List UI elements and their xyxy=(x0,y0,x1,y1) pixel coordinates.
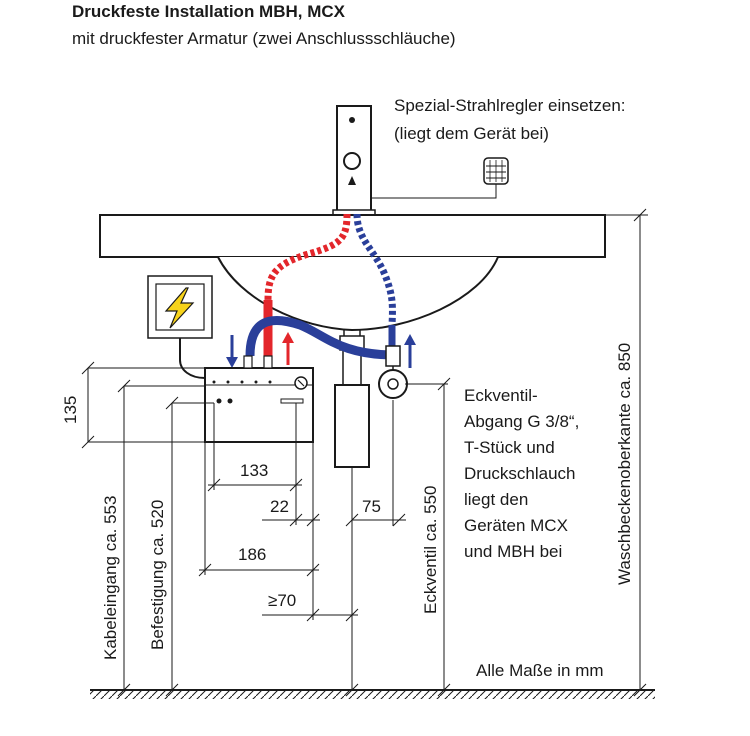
aerator-icon xyxy=(483,157,509,185)
mounting-label: Befestigung ca. 520 xyxy=(148,500,167,650)
dimension-186: 186 xyxy=(198,442,320,577)
wash-basin xyxy=(99,214,606,338)
dimension-clearance-70: ≥70 xyxy=(262,591,359,622)
units-note: Alle Maße in mm xyxy=(476,661,604,680)
accessory-line-3: T-Stück und xyxy=(464,438,555,457)
accessory-line-7: und MBH bei xyxy=(464,542,562,561)
page-title: Druckfeste Installation MBH, MCX xyxy=(72,2,346,21)
dimension-133-label: 133 xyxy=(240,461,268,480)
dimension-clearance-70-label: ≥70 xyxy=(268,591,296,610)
drain-siphon xyxy=(334,335,370,468)
water-heater-unit xyxy=(204,355,314,443)
aerator-callout-line1: Spezial-Strahlregler einsetzen: xyxy=(394,96,626,115)
accessory-line-5: liegt den xyxy=(464,490,528,509)
power-junction-box xyxy=(147,275,213,379)
dimension-75: 75 xyxy=(345,400,406,527)
lightning-bolt-icon xyxy=(164,287,195,329)
dimension-mounting: Befestigung ca. 520 xyxy=(148,396,214,690)
dimension-basin-edge: Waschbeckenoberkante ca. 850 xyxy=(605,208,648,690)
accessory-line-2: Abgang G 3/8“, xyxy=(464,412,579,431)
dimension-angle-valve: Eckventil ca. 550 xyxy=(405,377,451,690)
cable-entry-label: Kabeleingang ca. 553 xyxy=(101,496,120,660)
dimension-22-label: 22 xyxy=(270,497,289,516)
hot-water-hose xyxy=(263,213,351,365)
accessory-line-6: Geräten MCX xyxy=(464,516,568,535)
dimension-cable-entry: Kabeleingang ca. 553 xyxy=(101,379,205,690)
angle-valve xyxy=(378,345,408,399)
dimension-186-label: 186 xyxy=(238,545,266,564)
dimension-22: 22 xyxy=(262,442,320,620)
basin-edge-label: Waschbeckenoberkante ca. 850 xyxy=(615,343,634,585)
aerator-callout-line2: (liegt dem Gerät bei) xyxy=(394,124,549,143)
page-subtitle: mit druckfester Armatur (zwei Anschlusss… xyxy=(72,29,456,48)
aerator-leader-line xyxy=(371,184,497,199)
dimension-135-label: 135 xyxy=(61,396,80,424)
dimension-135: 135 xyxy=(61,361,205,449)
accessory-line-4: Druckschlauch xyxy=(464,464,576,483)
dimension-133: 133 xyxy=(207,403,303,525)
faucet xyxy=(332,105,376,217)
accessory-callout: Eckventil- Abgang G 3/8“, T-Stück und Dr… xyxy=(464,386,579,561)
accessory-line-1: Eckventil- xyxy=(464,386,538,405)
angle-valve-label: Eckventil ca. 550 xyxy=(421,485,440,614)
floor xyxy=(90,683,655,699)
dimension-75-label: 75 xyxy=(362,497,381,516)
